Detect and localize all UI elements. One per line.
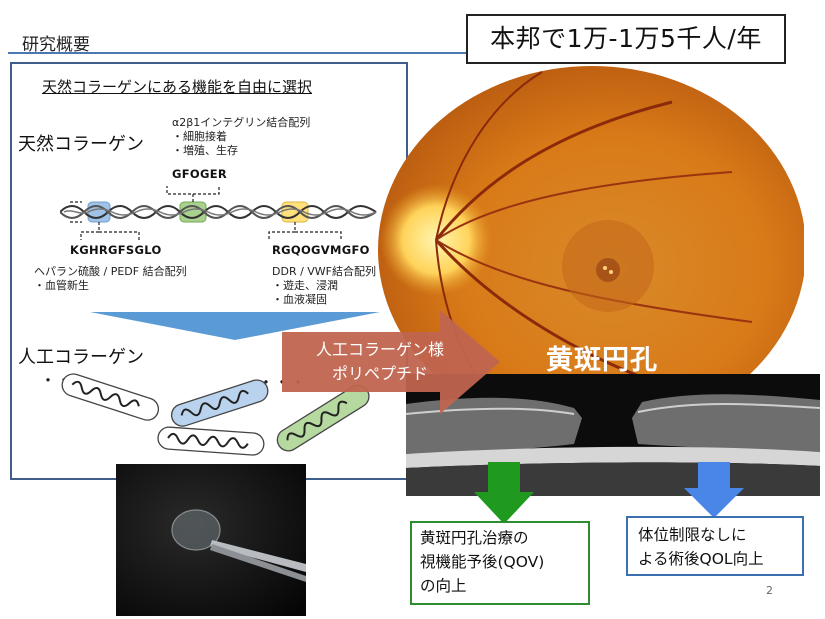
qov-outcome-line: 視機能予後(QOV)	[420, 553, 545, 571]
qol-outcome-box: 体位制限なしに よる術後QOL向上	[626, 516, 804, 576]
ddr-motif-text: DDR / VWF結合配列 ・遊走、浸潤 ・血液凝固	[272, 265, 376, 307]
section-title: 研究概要	[22, 35, 90, 55]
panel-heading: 天然コラーゲンにある機能を自由に選択	[42, 78, 313, 96]
qov-outcome-line: の向上	[420, 577, 467, 595]
qov-outcome-line: 黄斑円孔治療の	[420, 529, 529, 547]
title-underline	[8, 52, 470, 54]
qov-outcome-box: 黄斑円孔治療の 視機能予後(QOV) の向上	[410, 521, 590, 605]
headline-box: 本邦で1万-1万5千人/年	[466, 14, 786, 64]
down-arrow-icon	[90, 312, 380, 340]
ddr-motif-title: DDR / VWF結合配列	[272, 265, 377, 278]
rgqogvmgfo-sequence: RGQOGVMGFO	[272, 243, 370, 257]
heparin-motif-item: ・血管新生	[34, 279, 89, 292]
qol-outcome-line: よる術後QOL向上	[638, 550, 764, 568]
integrin-motif-title: α2β1インテグリン結合配列	[172, 116, 311, 129]
heparin-motif-text: ヘパラン硫酸 / PEDF 結合配列 ・血管新生	[34, 265, 187, 293]
peptide-arrow-line: 人工コラーゲン様	[315, 340, 444, 359]
integrin-motif-text: α2β1インテグリン結合配列 ・細胞接着 ・増殖、生存	[172, 116, 310, 158]
gfoger-sequence: GFOGER	[172, 167, 228, 181]
peptide-arrow-label: 人工コラーゲン様 ポリペプチド	[285, 338, 475, 386]
heparin-motif-title: ヘパラン硫酸 / PEDF 結合配列	[34, 265, 187, 278]
integrin-motif-item: ・細胞接着	[172, 130, 227, 143]
membrane-photo	[116, 464, 306, 616]
macular-hole-title: 黄斑円孔	[546, 345, 658, 376]
artificial-collagen-diagram: ・・・ ・・・	[40, 371, 370, 456]
artificial-collagen-label: 人工コラーゲン	[18, 347, 144, 368]
green-down-arrow-icon	[474, 462, 534, 524]
right-arrow-icon	[282, 310, 500, 414]
integrin-motif-item: ・増殖、生存	[172, 144, 238, 157]
page-number: 2	[766, 584, 773, 597]
natural-collagen-label: 天然コラーゲン	[18, 134, 144, 155]
peptide-arrow-line: ポリペプチド	[331, 364, 428, 383]
qol-outcome-line: 体位制限なしに	[638, 526, 747, 544]
ddr-motif-item: ・遊走、浸潤	[272, 279, 338, 292]
fundus-photo	[378, 66, 804, 430]
kghrgfsglo-sequence: KGHRGFSGLO	[70, 243, 162, 257]
natural-collagen-helix	[60, 186, 377, 240]
ddr-motif-item: ・血液凝固	[272, 293, 327, 306]
blue-down-arrow-icon	[684, 462, 744, 518]
